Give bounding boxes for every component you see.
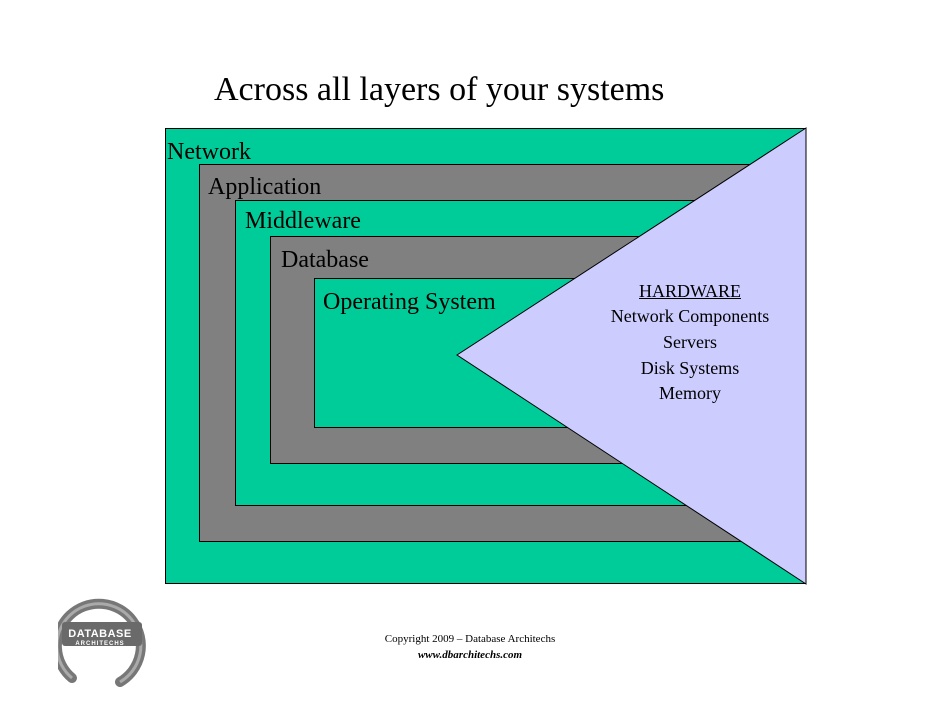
hardware-item-disk-systems: Disk Systems [640,358,740,378]
hardware-item-servers: Servers [663,332,717,352]
layer-network-label: Network [167,139,251,165]
website-link[interactable]: www.dbarchitechs.com [417,649,523,661]
copyright-text: Copyright 2009 – Database Architechs [384,633,556,645]
layer-middleware-label: Middleware [245,208,361,234]
hardware-item-memory: Memory [659,383,721,403]
hardware-title: HARDWARE [639,281,741,301]
slide-title: Across all layers of your systems [214,71,665,108]
layer-application-label: Application [208,174,322,200]
logo-line1: DATABASE [68,628,132,640]
layer-database-label: Database [281,247,369,273]
hardware-item-network-components: Network Components [610,306,770,326]
layer-operating-system-label: Operating System [323,289,496,315]
company-logo-text: DATABASE ARCHITECHS [64,628,136,648]
logo-line2: ARCHITECHS [75,641,125,647]
company-logo [58,598,146,687]
